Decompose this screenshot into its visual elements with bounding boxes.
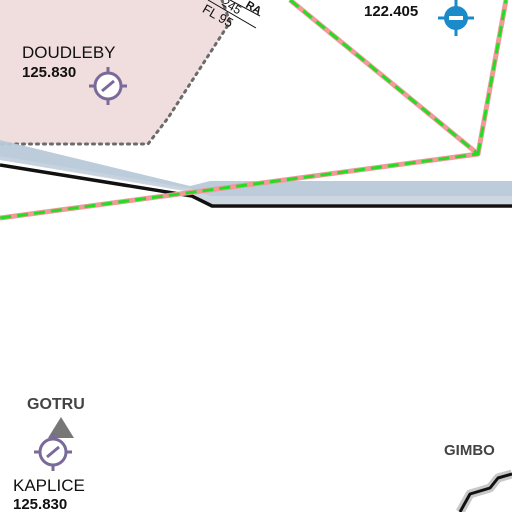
border-band — [0, 140, 512, 196]
top-station-frequency: 122.405 — [364, 3, 419, 20]
doudleby-name: DOUDLEBY — [22, 43, 116, 62]
airspace-boundary — [0, 0, 232, 146]
airspace-area[interactable] — [0, 0, 230, 144]
vor-purple-icon[interactable] — [88, 66, 128, 106]
gimbo-name: GIMBO — [444, 442, 495, 459]
gotru-name: GOTRU — [27, 396, 85, 413]
vor-blue-icon[interactable] — [436, 0, 476, 38]
vor-purple-icon[interactable] — [33, 432, 73, 472]
boundary-line — [0, 163, 512, 208]
kaplice-frequency: 125.830 — [13, 496, 68, 512]
triangle-waypoint-icon[interactable] — [46, 416, 76, 440]
route-segment-dashed — [476, 0, 508, 155]
doudleby-frequency: 125.830 — [22, 64, 77, 81]
airspace-label-divider — [207, 0, 257, 29]
border-band-lower — [0, 156, 512, 204]
kaplice-name: KAPLICE — [13, 476, 85, 495]
border-fragment — [456, 469, 512, 512]
border-fragment-line — [458, 472, 512, 512]
airspace-label-divider — [229, 0, 261, 17]
